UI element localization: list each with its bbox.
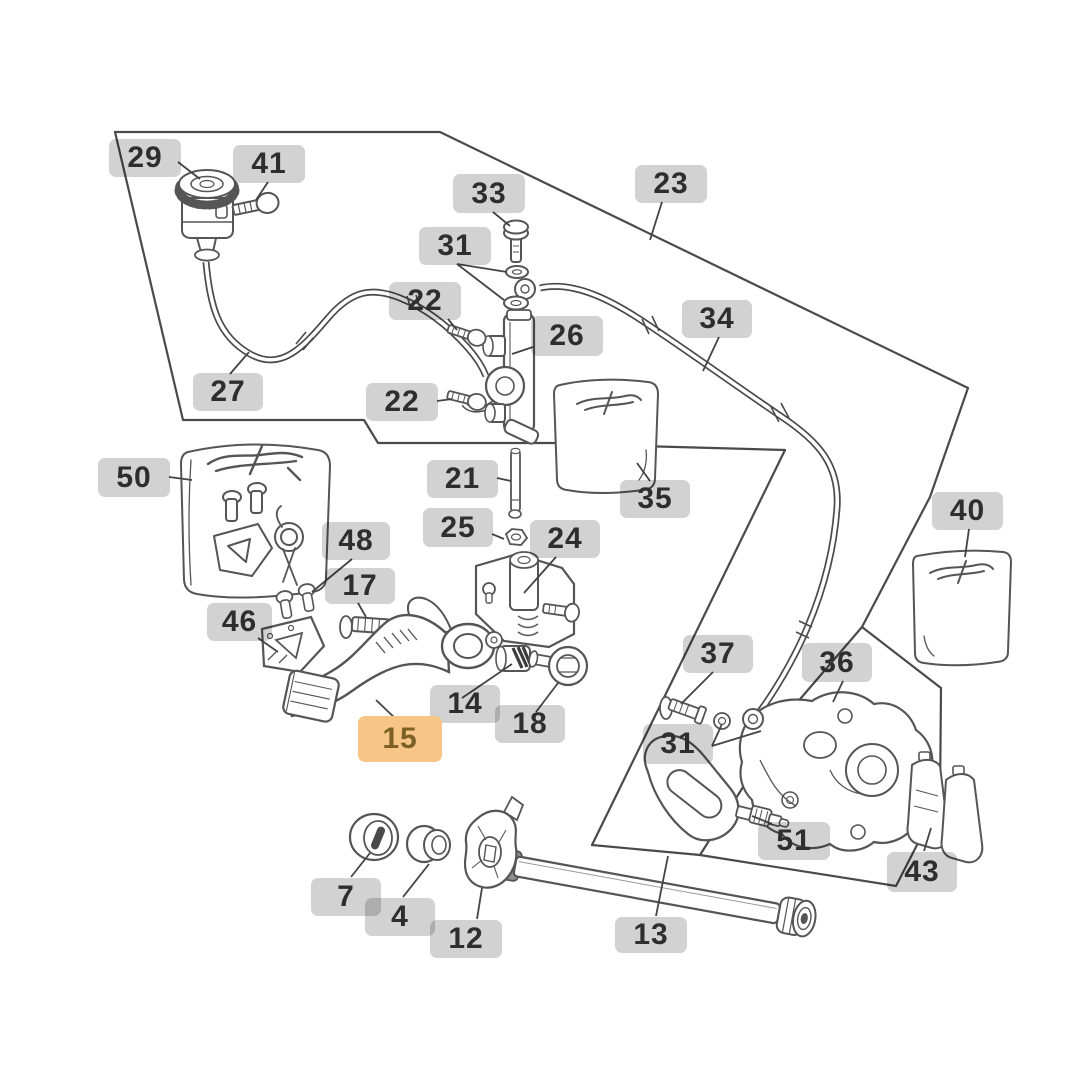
reservoir-hose bbox=[202, 261, 490, 378]
part-label-34[interactable]: 34 bbox=[682, 300, 752, 338]
part-label-13[interactable]: 13 bbox=[615, 917, 687, 953]
part-label-25[interactable]: 25 bbox=[423, 508, 493, 547]
bolt-33 bbox=[503, 219, 529, 263]
part-label-40[interactable]: 40 bbox=[932, 492, 1003, 530]
brake-pads-43 bbox=[906, 751, 984, 864]
brake-pedal bbox=[282, 596, 503, 723]
caliper-carrier bbox=[643, 734, 740, 842]
part-label-14[interactable]: 14 bbox=[430, 685, 500, 723]
part-label-17[interactable]: 17 bbox=[325, 568, 395, 604]
part-label-23[interactable]: 23 bbox=[635, 165, 707, 203]
caliper-mount-bolt-37 bbox=[659, 696, 707, 725]
pedal-pad bbox=[282, 669, 340, 723]
part-label-37[interactable]: 37 bbox=[683, 635, 753, 673]
bolt-41 bbox=[231, 191, 280, 216]
reservoir bbox=[174, 169, 240, 262]
part-label-18[interactable]: 18 bbox=[495, 705, 565, 743]
part-label-7[interactable]: 7 bbox=[311, 878, 381, 916]
pushrod-pin-21 bbox=[508, 447, 522, 519]
part-label-31a[interactable]: 31 bbox=[419, 227, 491, 265]
part-label-51[interactable]: 51 bbox=[758, 822, 830, 860]
part-label-12[interactable]: 12 bbox=[430, 920, 502, 958]
part-label-26[interactable]: 26 bbox=[531, 316, 603, 356]
part-label-21[interactable]: 21 bbox=[427, 460, 498, 498]
banjo-washers-31 bbox=[503, 265, 536, 311]
part-label-35[interactable]: 35 bbox=[620, 480, 690, 518]
bolt-18 bbox=[528, 645, 589, 687]
part-label-15[interactable]: 15 bbox=[358, 716, 442, 762]
bolt-22-lower bbox=[446, 390, 487, 411]
part-label-31b[interactable]: 31 bbox=[643, 724, 713, 764]
logo-squiggle bbox=[206, 444, 304, 482]
part-label-27[interactable]: 27 bbox=[193, 373, 263, 411]
logo-squiggle bbox=[576, 391, 642, 415]
part-label-33[interactable]: 33 bbox=[453, 174, 525, 213]
part-label-50[interactable]: 50 bbox=[98, 458, 170, 497]
part-label-29[interactable]: 29 bbox=[109, 139, 181, 177]
bolts-48 bbox=[275, 583, 316, 620]
part-label-22b[interactable]: 22 bbox=[366, 383, 438, 421]
parts-bag-35 bbox=[553, 378, 659, 494]
bushing-4 bbox=[405, 824, 451, 864]
parts-bag-40 bbox=[912, 549, 1012, 667]
part-label-22a[interactable]: 22 bbox=[389, 282, 461, 320]
part-label-36[interactable]: 36 bbox=[802, 643, 872, 682]
part-label-48[interactable]: 48 bbox=[322, 522, 390, 560]
part-label-24[interactable]: 24 bbox=[530, 520, 600, 558]
spring-bushing-14 bbox=[495, 645, 533, 672]
part-label-43[interactable]: 43 bbox=[887, 852, 957, 892]
brake-caliper bbox=[738, 691, 936, 852]
bag-contents bbox=[213, 482, 304, 586]
part-label-4[interactable]: 4 bbox=[365, 898, 435, 936]
part-label-41[interactable]: 41 bbox=[233, 145, 305, 183]
logo-squiggle bbox=[929, 560, 994, 584]
nut-25 bbox=[504, 528, 529, 546]
toe-bracket-46 bbox=[260, 615, 326, 674]
brake-hose bbox=[539, 282, 841, 717]
parts-bag-50 bbox=[180, 443, 331, 599]
seal-ring-7 bbox=[348, 812, 400, 862]
part-label-46[interactable]: 46 bbox=[207, 603, 272, 641]
cam-plate-12 bbox=[463, 795, 525, 889]
